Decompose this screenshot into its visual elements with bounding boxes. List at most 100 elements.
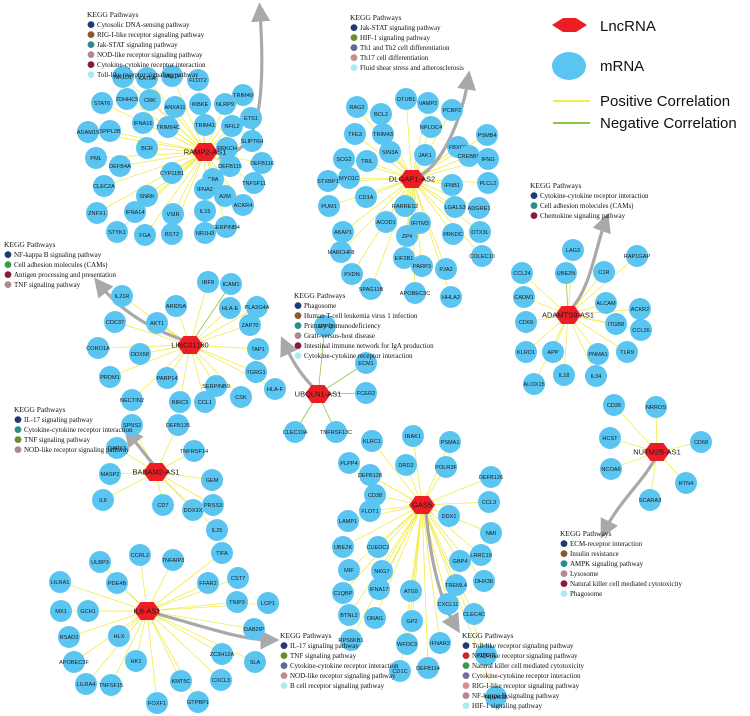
mrna-node-circle xyxy=(395,88,417,110)
mrna-node-circle xyxy=(164,96,186,118)
mrna-node: TNFRSF14 xyxy=(180,440,208,462)
lncrna-hub-label: UBQLN1-AS1 xyxy=(295,389,342,398)
mrna-node: FLOT2 xyxy=(187,69,209,91)
kegg-pathway-dot xyxy=(87,61,95,68)
mrna-node-circle xyxy=(553,364,575,386)
mrna-node-label: STAT6 xyxy=(94,101,111,107)
mrna-node: SIN3A xyxy=(379,141,401,163)
mrna-node-label: CDC37 xyxy=(106,320,124,326)
mrna-node-label: TNIP3 xyxy=(229,600,245,606)
mrna-node-label: HK1 xyxy=(131,659,142,665)
mrna-node-circle xyxy=(129,343,151,365)
kegg-pathway-item: IL-17 signaling pathway xyxy=(24,416,93,424)
mrna-node-label: TNFSF11 xyxy=(242,181,266,187)
mrna-node-circle xyxy=(515,341,537,363)
kegg-pathway-item: AMPK signaling pathway xyxy=(570,560,644,568)
mrna-node: RTN4 xyxy=(675,472,697,494)
edge-il6-as1-zc3h12a xyxy=(146,610,223,655)
mrna-node-label: WFDC3 xyxy=(397,642,417,648)
mrna-node-label: FLOT1 xyxy=(361,509,378,515)
kegg-pathway-item: Insulin resistance xyxy=(570,550,619,558)
mrna-node: RPS6KB1 xyxy=(338,629,364,651)
kegg-pathway-item: Cytosolic DNA-sensing pathway xyxy=(97,21,190,29)
mrna-node-label: IRF8 xyxy=(202,280,214,286)
mrna-node: UBE2N xyxy=(555,262,577,284)
mrna-node-circle xyxy=(360,278,382,300)
mrna-node: NMI xyxy=(480,522,502,544)
mrna-node: JAK1 xyxy=(414,144,436,166)
mrna-node: ANXA11 xyxy=(164,96,186,118)
mrna-node-circle xyxy=(593,261,615,283)
mrna-node: DEFB114 xyxy=(416,657,440,679)
mrna-node-label: IFNB1 xyxy=(444,183,460,189)
mrna-node: CADM1 xyxy=(513,286,535,308)
mrna-node-circle xyxy=(417,92,439,114)
kegg-pathway-item: Cytokine-cytokine receptor interaction xyxy=(304,352,413,360)
edge-gas5-clec4c xyxy=(421,504,475,615)
mrna-node: LAG3 xyxy=(562,239,584,261)
kegg-pathway-dot xyxy=(280,652,288,659)
mrna-node: IRF8 xyxy=(197,271,219,293)
lncrna-hub-label: NUTM2B-AS1 xyxy=(633,447,681,456)
mrna-node-label: HCST xyxy=(602,436,618,442)
mrna-node-label: OTUB1 xyxy=(397,97,416,103)
mrna-node-label: TNFRSF13C xyxy=(320,430,352,436)
mrna-node-label: HHLA2 xyxy=(442,295,460,301)
edge-gas5-defb126 xyxy=(421,476,492,506)
mrna-node-circle xyxy=(371,560,393,582)
mrna-node: MYO1C xyxy=(338,167,360,189)
mrna-node-label: VSIR xyxy=(166,212,179,218)
mrna-node-circle xyxy=(241,130,263,152)
mrna-node-label: ZNFX1 xyxy=(88,211,106,217)
mrna-node-circle xyxy=(139,89,161,111)
mrna-node-circle xyxy=(355,186,377,208)
mrna-node-label: CCL24 xyxy=(513,271,530,277)
mrna-node-circle xyxy=(605,313,627,335)
edge-dlgap1-as2-colec10 xyxy=(411,178,483,257)
edge-gas5-ifnar2 xyxy=(421,504,441,644)
mrna-node-circle xyxy=(152,494,174,516)
lncrna-hub-label: ADAMTS9-AS1 xyxy=(542,310,594,319)
mrna-node-label: SLIPT6H xyxy=(241,139,264,145)
mrna-node: CD1C xyxy=(389,660,411,682)
mrna-node-label: TNFRSF14 xyxy=(180,449,208,455)
mrna-node-circle xyxy=(379,141,401,163)
mrna-node-circle xyxy=(437,593,459,615)
mrna-node-label: TGRG1 xyxy=(246,370,265,376)
mrna-node-circle xyxy=(478,491,500,513)
mrna-node-label: SPNS2 xyxy=(123,423,141,429)
mrna-node-circle xyxy=(156,367,178,389)
mrna-node-label: DDX58 xyxy=(131,352,149,358)
mrna-node-circle xyxy=(555,262,577,284)
mrna-node-label: ICAM1 xyxy=(222,282,239,288)
mrna-node-label: ACKR2 xyxy=(631,307,650,313)
mrna-node: TRIL xyxy=(356,150,378,172)
mrna-node-label: IFITM3 xyxy=(411,221,429,227)
mrna-node-circle xyxy=(441,174,463,196)
mrna-node: NR1D1 xyxy=(112,66,134,88)
mrna-node-circle xyxy=(690,431,712,453)
mrna-node-circle xyxy=(136,67,158,89)
mrna-node-label: SNRK xyxy=(139,194,155,200)
mrna-node-label: ZP4 xyxy=(402,234,412,240)
mrna-node-label: STYK1 xyxy=(108,230,126,236)
mrna-node: ZC3H12A xyxy=(210,643,235,665)
mrna-node-circle xyxy=(216,137,238,159)
mrna-node-circle xyxy=(104,311,126,333)
mrna-node: TGRG1 xyxy=(245,361,267,383)
mrna-node-label: LILRA1 xyxy=(51,580,70,586)
mrna-node-circle xyxy=(89,551,111,573)
mrna-node-label: TNFAIP3 xyxy=(162,558,185,564)
kegg-pathway-item: Cytokine-cytokine receptor interaction xyxy=(24,426,133,434)
mrna-node: IL15 xyxy=(194,200,216,222)
mrna-node-circle xyxy=(146,312,168,334)
mrna-node: APOBEC3F xyxy=(59,651,90,673)
mrna-node-circle xyxy=(201,469,223,491)
mrna-node-label: VAMP2 xyxy=(419,101,438,107)
mrna-node-label: BCR xyxy=(141,146,153,152)
mrna-node-circle xyxy=(162,549,184,571)
edge-dlgap1-as2-prkdc xyxy=(411,178,454,235)
